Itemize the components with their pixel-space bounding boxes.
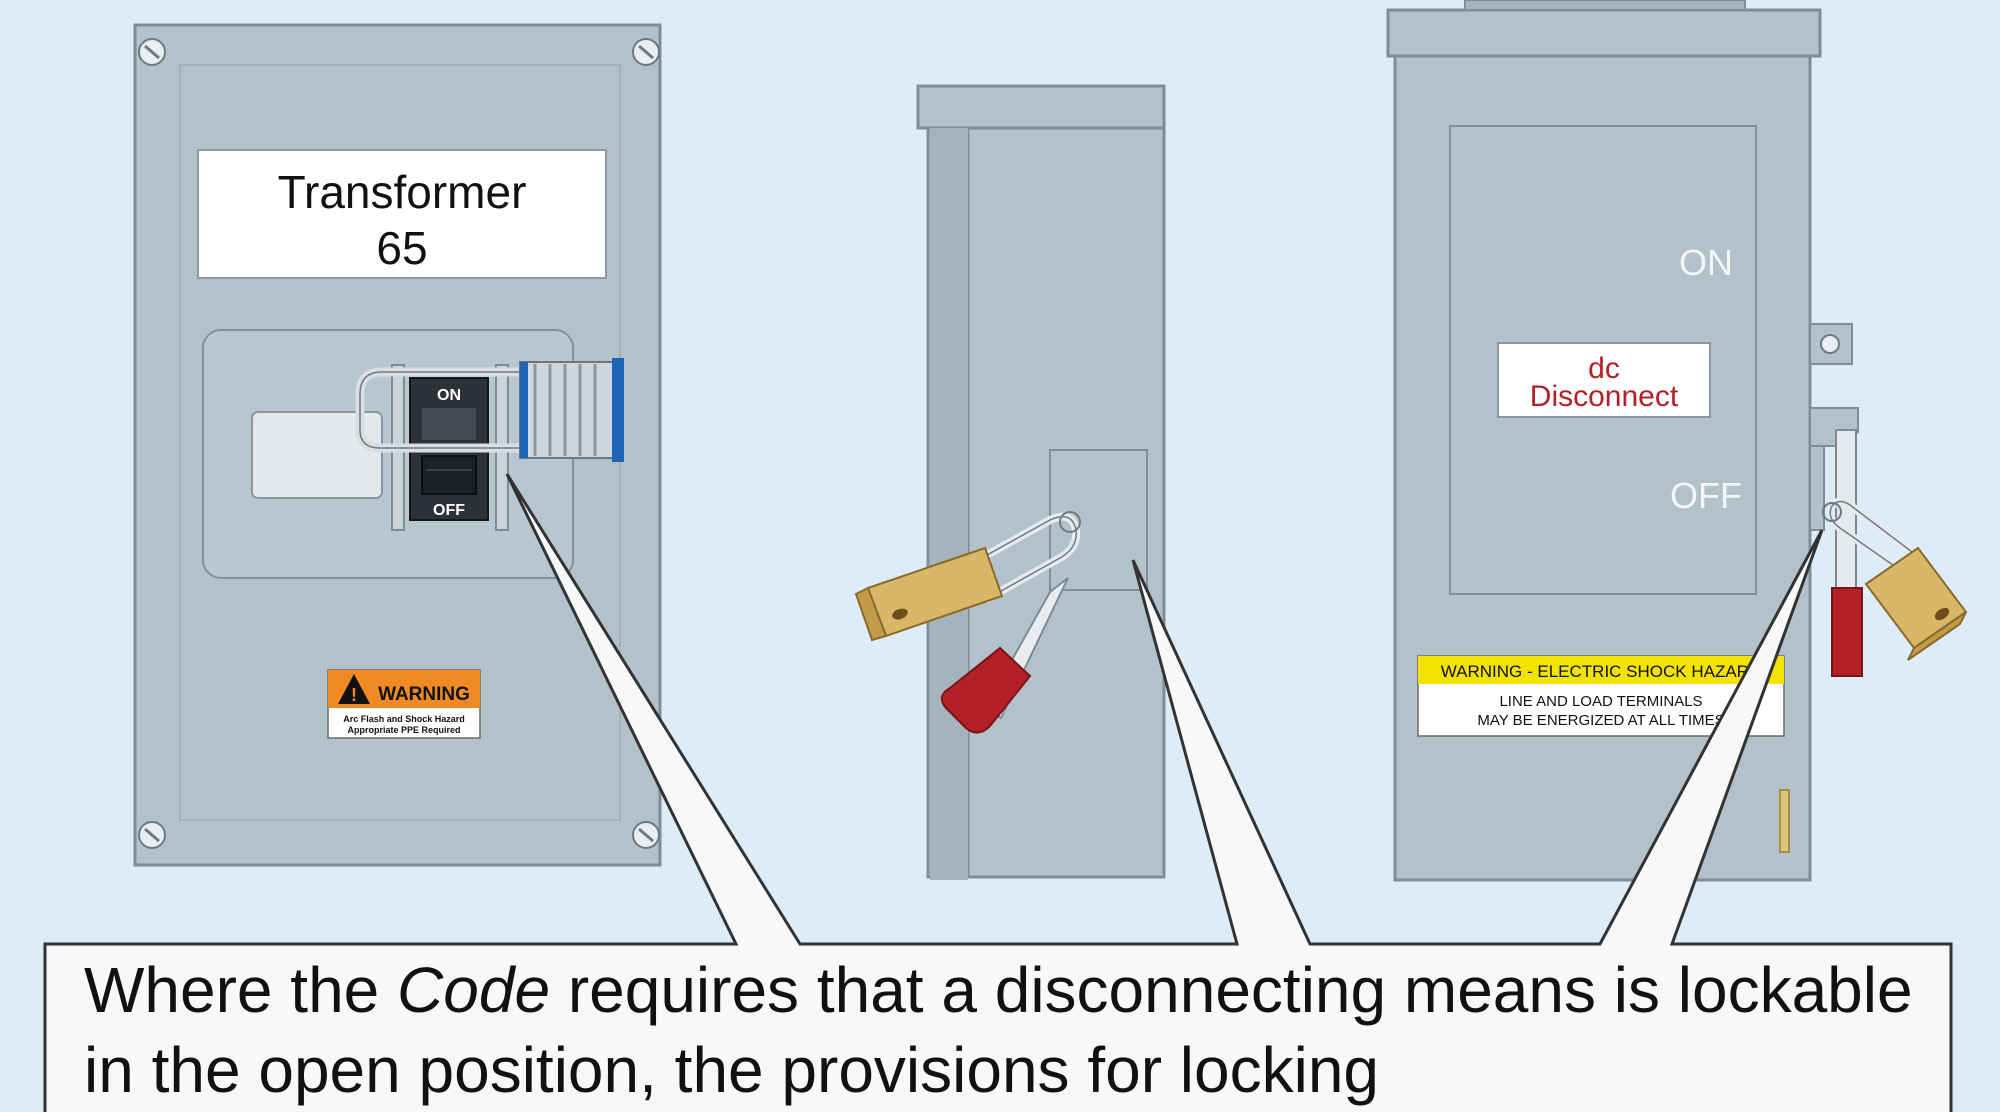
shock-warning-line2: MAY BE ENERGIZED AT ALL TIMES <box>1477 712 1724 729</box>
door-latch <box>1779 789 1790 853</box>
breaker-off-label: OFF <box>433 502 465 519</box>
padlock-icon <box>854 546 1004 642</box>
breaker-lockout-device <box>519 358 624 462</box>
shock-warning-title: WARNING - ELECTRIC SHOCK HAZARD <box>1441 662 1762 681</box>
callout-text-code: Code <box>397 954 551 1026</box>
callout-text: Where the Code requires that a disconnec… <box>84 950 1964 1110</box>
padlock-icon <box>1864 546 1968 661</box>
screw-icon <box>632 38 660 66</box>
breaker-on-label: ON <box>437 387 461 404</box>
screw-icon <box>138 38 166 66</box>
warning-triangle-icon <box>338 674 370 704</box>
red-handle-grip <box>1831 587 1863 677</box>
callout-bubble <box>43 473 1953 1112</box>
arc-flash-warning-line2: Appropriate PPE Required <box>347 725 460 735</box>
svg-text:!: ! <box>351 685 357 705</box>
dc-disconnect-label-plate <box>1497 342 1711 418</box>
side-view-switch <box>854 84 1166 880</box>
transformer-label-line1: Transformer <box>278 166 527 218</box>
breaker-toggle[interactable] <box>421 455 477 495</box>
screw-icon <box>138 821 166 849</box>
dc-label-line2: Disconnect <box>1530 380 1679 413</box>
on-position-label: ON <box>1679 242 1733 283</box>
off-position-label: OFF <box>1670 475 1742 516</box>
screw-icon <box>632 821 660 849</box>
transformer-label-line2: 65 <box>376 222 427 274</box>
dc-label-line1: dc <box>1588 352 1620 385</box>
arc-flash-warning-title: WARNING <box>378 684 470 705</box>
shock-warning-line1: LINE AND LOAD TERMINALS <box>1499 693 1702 710</box>
transformer-panel: Transformer 65 ON OFF <box>133 23 662 867</box>
red-handle-grip <box>940 646 1032 734</box>
dc-disconnect-panel: ON OFF dc Disconnect WARNING - ELECTRIC … <box>1386 0 1968 882</box>
arc-flash-warning-line1: Arc Flash and Shock Hazard <box>343 714 465 724</box>
callout-text-before: Where the <box>84 954 398 1026</box>
arc-flash-warning-label: ! WARNING Arc Flash and Shock Hazard App… <box>327 669 481 739</box>
transformer-label-plate <box>197 149 607 279</box>
callout-text-after: requires that a disconnecting means is l… <box>84 954 1913 1106</box>
